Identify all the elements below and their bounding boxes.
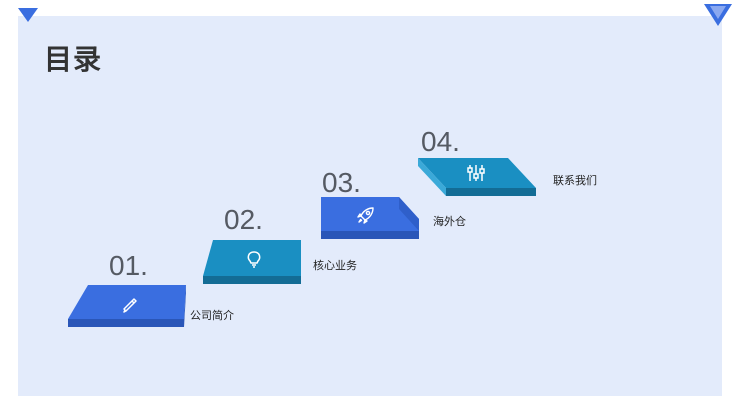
step-block-1[interactable] xyxy=(66,285,190,337)
step-label[interactable]: 核心业务 xyxy=(313,259,357,272)
sliders-icon xyxy=(467,165,485,181)
step-block-4[interactable] xyxy=(416,158,540,202)
corner-triangle-right-icon xyxy=(704,4,732,26)
page-title: 目录 xyxy=(44,43,103,76)
step-label[interactable]: 公司简介 xyxy=(190,309,234,322)
step-number: 04. xyxy=(421,126,460,157)
pencil-icon xyxy=(123,298,137,313)
corner-triangle-left-icon xyxy=(18,8,38,22)
step-number: 03. xyxy=(322,167,361,198)
step-number: 02. xyxy=(224,204,263,235)
step-block-2[interactable] xyxy=(201,240,305,288)
lightbulb-icon xyxy=(247,251,261,268)
step-label[interactable]: 联系我们 xyxy=(553,174,597,187)
step-number: 01. xyxy=(109,250,148,281)
rocket-icon xyxy=(357,207,374,224)
step-label[interactable]: 海外仓 xyxy=(433,215,466,228)
